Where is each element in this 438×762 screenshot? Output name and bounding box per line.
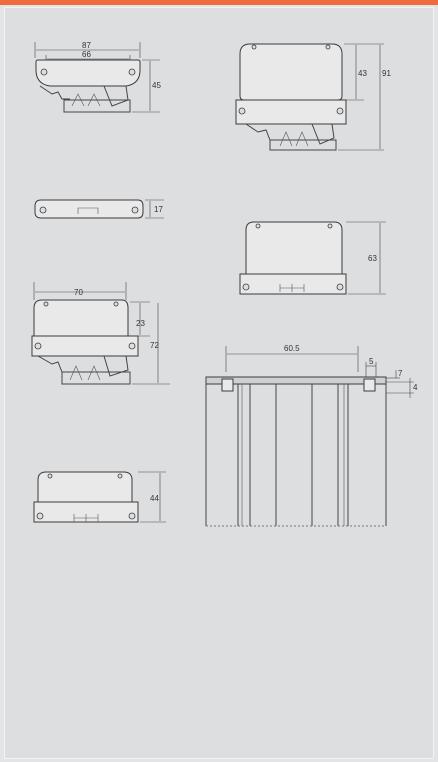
dim-view5-width: 70 (74, 288, 83, 297)
dim-view7-offset: 7 (398, 369, 403, 378)
dim-view1-outer-width: 87 (82, 41, 91, 50)
view-rail-profile: 60.5 5 7 4 (205, 344, 418, 527)
view-small-base-side: 87 66 45 (34, 41, 161, 113)
dim-view2-inner-height: 43 (358, 69, 367, 78)
dim-view5-total-height: 72 (150, 341, 159, 350)
dim-view1-height: 45 (152, 81, 161, 90)
accent-bar (0, 0, 438, 5)
view-flat-base: 17 (34, 199, 164, 219)
dim-view1-inner-width: 66 (82, 50, 91, 59)
dim-view7-slot-width: 5 (369, 357, 374, 366)
dim-view7-depth: 4 (413, 383, 418, 392)
dim-view5-upper-height: 23 (136, 319, 145, 328)
view-module-with-base: 70 23 72 (31, 282, 170, 385)
view-module-front: 63 (239, 221, 386, 295)
dim-view4-height: 63 (368, 254, 377, 263)
dim-view2-total-height: 91 (382, 69, 391, 78)
dim-view3-height: 17 (154, 205, 163, 214)
dim-view7-width: 60.5 (284, 344, 300, 353)
view-small-module-front: 44 (33, 471, 166, 523)
view-tall-module-side: 43 91 (235, 43, 391, 151)
dim-view6-height: 44 (150, 494, 159, 503)
